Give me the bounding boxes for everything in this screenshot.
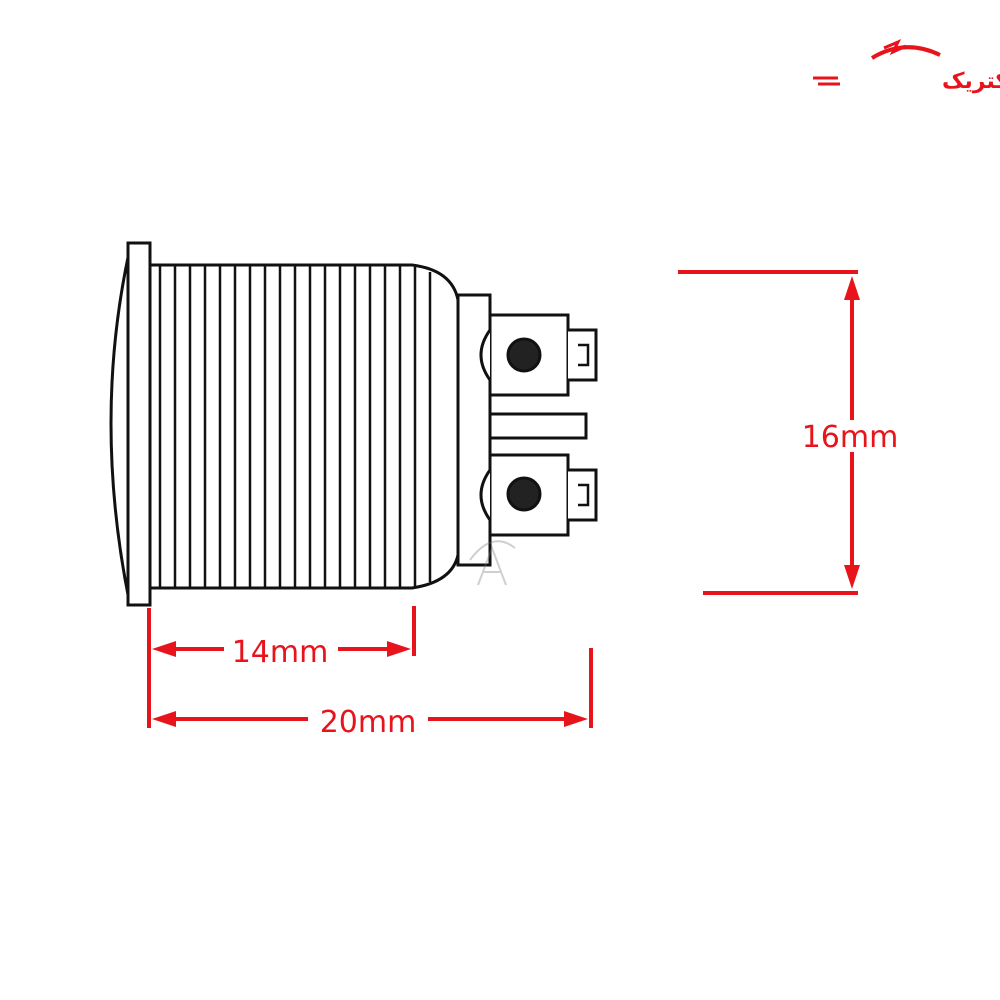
- total-length-label: 20mm: [320, 705, 417, 740]
- logo-bolt-icon: [883, 39, 907, 56]
- dimension-total-length: [152, 648, 593, 728]
- arrow-up-icon: [844, 276, 860, 300]
- logo-swoosh-icon: [870, 45, 941, 60]
- arrow-left-icon: [152, 641, 176, 657]
- center-pin: [488, 412, 588, 440]
- terminal-screw-top-icon: [506, 337, 542, 373]
- threaded-body: [148, 263, 460, 590]
- terminal-top: [479, 313, 598, 397]
- body-length-label: 14mm: [232, 635, 329, 670]
- terminal-bottom: [479, 453, 598, 537]
- dimension-body-length: [147, 606, 416, 728]
- push-button-part: [109, 241, 598, 607]
- terminal-screw-bottom-icon: [506, 476, 542, 512]
- thread-lines: [158, 265, 432, 588]
- arrow-right-icon: [387, 641, 411, 657]
- dimension-height: [678, 270, 860, 595]
- arrow-left-icon: [152, 711, 176, 727]
- watermark-icon: [469, 540, 516, 586]
- arrow-down-icon: [844, 565, 860, 589]
- height-label: 16mm: [802, 420, 899, 455]
- flange: [126, 241, 152, 607]
- arrow-right-icon: [564, 711, 588, 727]
- brand-logo: آتاالکتریک: [813, 39, 1000, 94]
- button-cap: [109, 247, 132, 606]
- logo-text: آتاالکتریک: [942, 66, 1000, 94]
